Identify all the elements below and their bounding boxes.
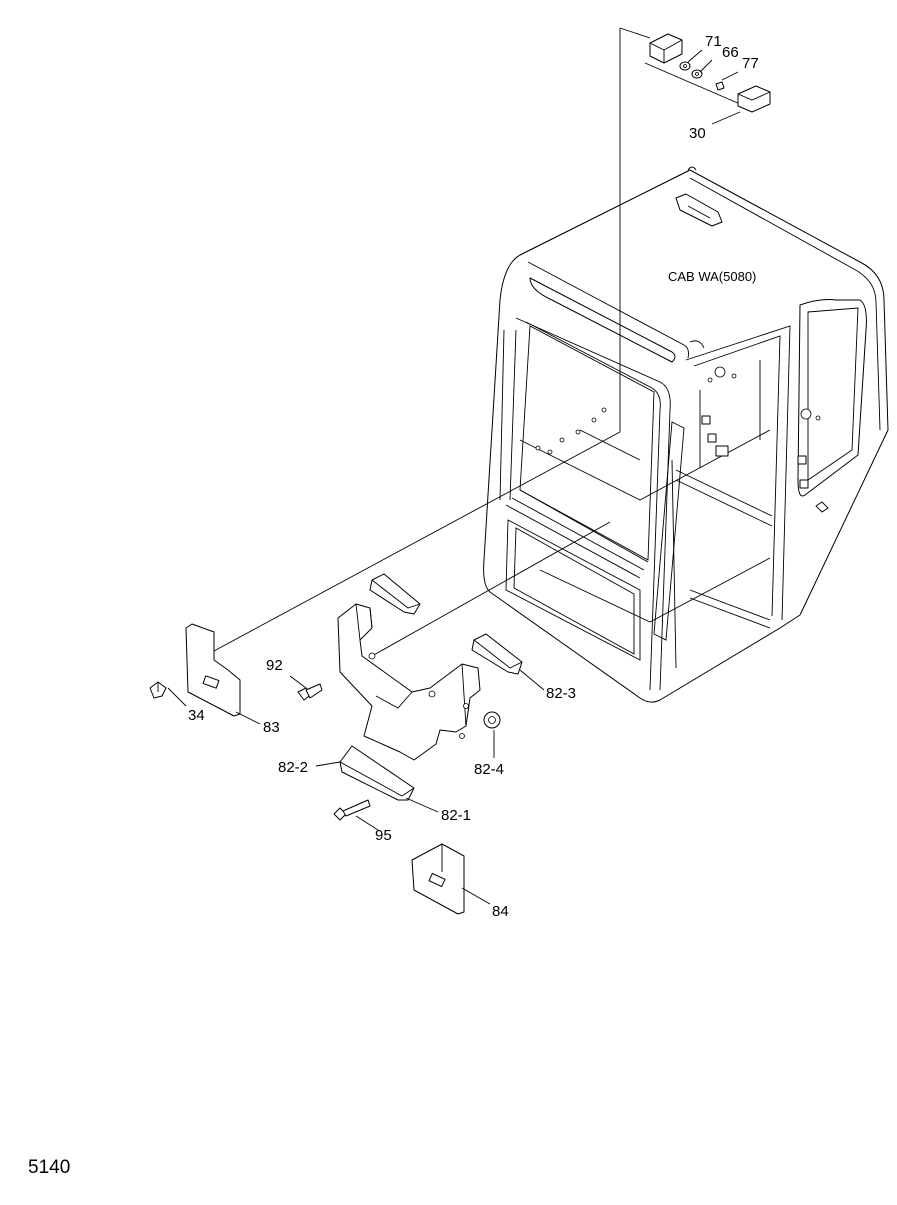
callout-71: 71 [705,33,722,50]
callout-30: 30 [689,125,706,142]
cab-label: CAB WA(5080) [668,269,756,284]
callout-77: 77 [742,55,759,72]
part-66-washer [691,69,703,79]
page-number: 5140 [28,1157,70,1178]
cab-frame [483,166,889,703]
callout-66: 66 [722,44,739,61]
callout-82-2: 82-2 [278,759,308,776]
callout-82-4: 82-4 [474,761,504,778]
callout-leaders [167,49,741,905]
callout-92: 92 [266,657,283,674]
part-82-3-pad [471,633,523,675]
callout-82-3: 82-3 [546,685,576,702]
assembly-lines [213,27,741,657]
part-82-3-pad-upper [369,573,421,615]
callout-84: 84 [492,903,509,920]
part-77-screw [715,81,725,91]
part-71-washer [679,61,691,71]
callout-34: 34 [188,707,205,724]
part-82-2-pad-lower [339,745,415,801]
part-34-bolt [149,681,167,699]
callout-82-1: 82-1 [441,807,471,824]
part-92-bolt [297,683,323,701]
part-82-4-grommet [483,711,501,729]
part-84-plate [411,843,465,915]
callout-83: 83 [263,719,280,736]
part-83-plate [185,623,241,717]
part-82-bracket [337,603,481,761]
callout-95: 95 [375,827,392,844]
part-30-top-cap [649,33,683,64]
part-95-screw [333,799,371,821]
callout-labels: 71 66 77 30 CAB WA(5080) 92 34 83 82-3 8… [28,33,759,1178]
part-30-bottom-cap [737,85,771,113]
